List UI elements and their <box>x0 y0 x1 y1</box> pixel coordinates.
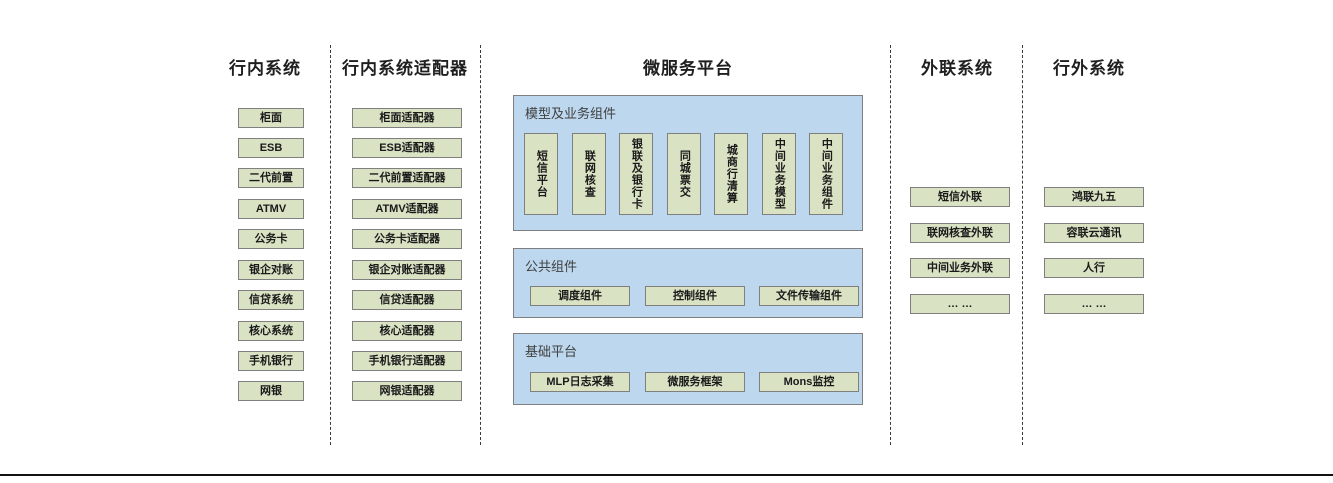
node-public-component[interactable]: 控制组件 <box>645 286 745 306</box>
node-in-bank-system[interactable]: 银企对账 <box>238 260 304 280</box>
node-in-bank-adapter[interactable]: 核心适配器 <box>352 321 462 341</box>
node-model-component[interactable]: 中间业务模型 <box>762 133 796 215</box>
column-title-external-link-systems: 外联系统 <box>921 59 993 78</box>
node-base-platform-component[interactable]: Mons监控 <box>759 372 859 392</box>
node-in-bank-adapter[interactable]: 信贷适配器 <box>352 290 462 310</box>
node-in-bank-system[interactable]: 网银 <box>238 381 304 401</box>
node-out-of-bank-system[interactable]: 人行 <box>1044 258 1144 278</box>
panel-title-public-components: 公共组件 <box>525 259 578 274</box>
column-divider-2 <box>480 45 481 445</box>
node-external-link-system[interactable]: 联网核查外联 <box>910 223 1010 243</box>
node-model-component[interactable]: 中间业务组件 <box>809 133 843 215</box>
node-external-link-system[interactable]: 短信外联 <box>910 187 1010 207</box>
node-in-bank-system[interactable]: ATMV <box>238 199 304 219</box>
node-model-component[interactable]: 银联及银行卡 <box>619 133 653 215</box>
node-in-bank-adapter[interactable]: ATMV适配器 <box>352 199 462 219</box>
node-in-bank-system[interactable]: ESB <box>238 138 304 158</box>
node-in-bank-adapter[interactable]: 柜面适配器 <box>352 108 462 128</box>
panel-title-base-platform: 基础平台 <box>525 344 578 359</box>
panel-public-components <box>513 248 863 318</box>
node-in-bank-system[interactable]: 核心系统 <box>238 321 304 341</box>
node-public-component[interactable]: 调度组件 <box>530 286 630 306</box>
node-out-of-bank-system[interactable]: 鸿联九五 <box>1044 187 1144 207</box>
column-divider-4 <box>1022 45 1023 445</box>
node-in-bank-adapter[interactable]: 手机银行适配器 <box>352 351 462 371</box>
node-public-component[interactable]: 文件传输组件 <box>759 286 859 306</box>
node-in-bank-system[interactable]: 手机银行 <box>238 351 304 371</box>
node-base-platform-component[interactable]: 微服务框架 <box>645 372 745 392</box>
column-divider-3 <box>890 45 891 445</box>
column-title-in-bank-systems: 行内系统 <box>229 59 301 78</box>
page-bottom-rule <box>0 474 1333 476</box>
node-external-link-system[interactable]: … … <box>910 294 1010 314</box>
column-title-microservice-platform: 微服务平台 <box>643 59 733 78</box>
panel-base-platform <box>513 333 863 405</box>
panel-title-model-business-components: 模型及业务组件 <box>525 106 617 121</box>
node-model-component[interactable]: 城商行清算 <box>714 133 748 215</box>
node-out-of-bank-system[interactable]: … … <box>1044 294 1144 314</box>
column-divider-1 <box>330 45 331 445</box>
node-in-bank-system[interactable]: 信贷系统 <box>238 290 304 310</box>
node-model-component[interactable]: 同城票交 <box>667 133 701 215</box>
node-in-bank-adapter[interactable]: 银企对账适配器 <box>352 260 462 280</box>
node-in-bank-adapter[interactable]: ESB适配器 <box>352 138 462 158</box>
column-title-out-of-bank-systems: 行外系统 <box>1053 59 1125 78</box>
node-model-component[interactable]: 联网核查 <box>572 133 606 215</box>
column-title-in-bank-adapters: 行内系统适配器 <box>342 59 468 78</box>
node-in-bank-adapter[interactable]: 二代前置适配器 <box>352 168 462 188</box>
node-in-bank-system[interactable]: 二代前置 <box>238 168 304 188</box>
node-in-bank-adapter[interactable]: 网银适配器 <box>352 381 462 401</box>
node-out-of-bank-system[interactable]: 容联云通讯 <box>1044 223 1144 243</box>
node-base-platform-component[interactable]: MLP日志采集 <box>530 372 630 392</box>
node-external-link-system[interactable]: 中间业务外联 <box>910 258 1010 278</box>
node-model-component[interactable]: 短信平台 <box>524 133 558 215</box>
node-in-bank-system[interactable]: 公务卡 <box>238 229 304 249</box>
node-in-bank-system[interactable]: 柜面 <box>238 108 304 128</box>
node-in-bank-adapter[interactable]: 公务卡适配器 <box>352 229 462 249</box>
